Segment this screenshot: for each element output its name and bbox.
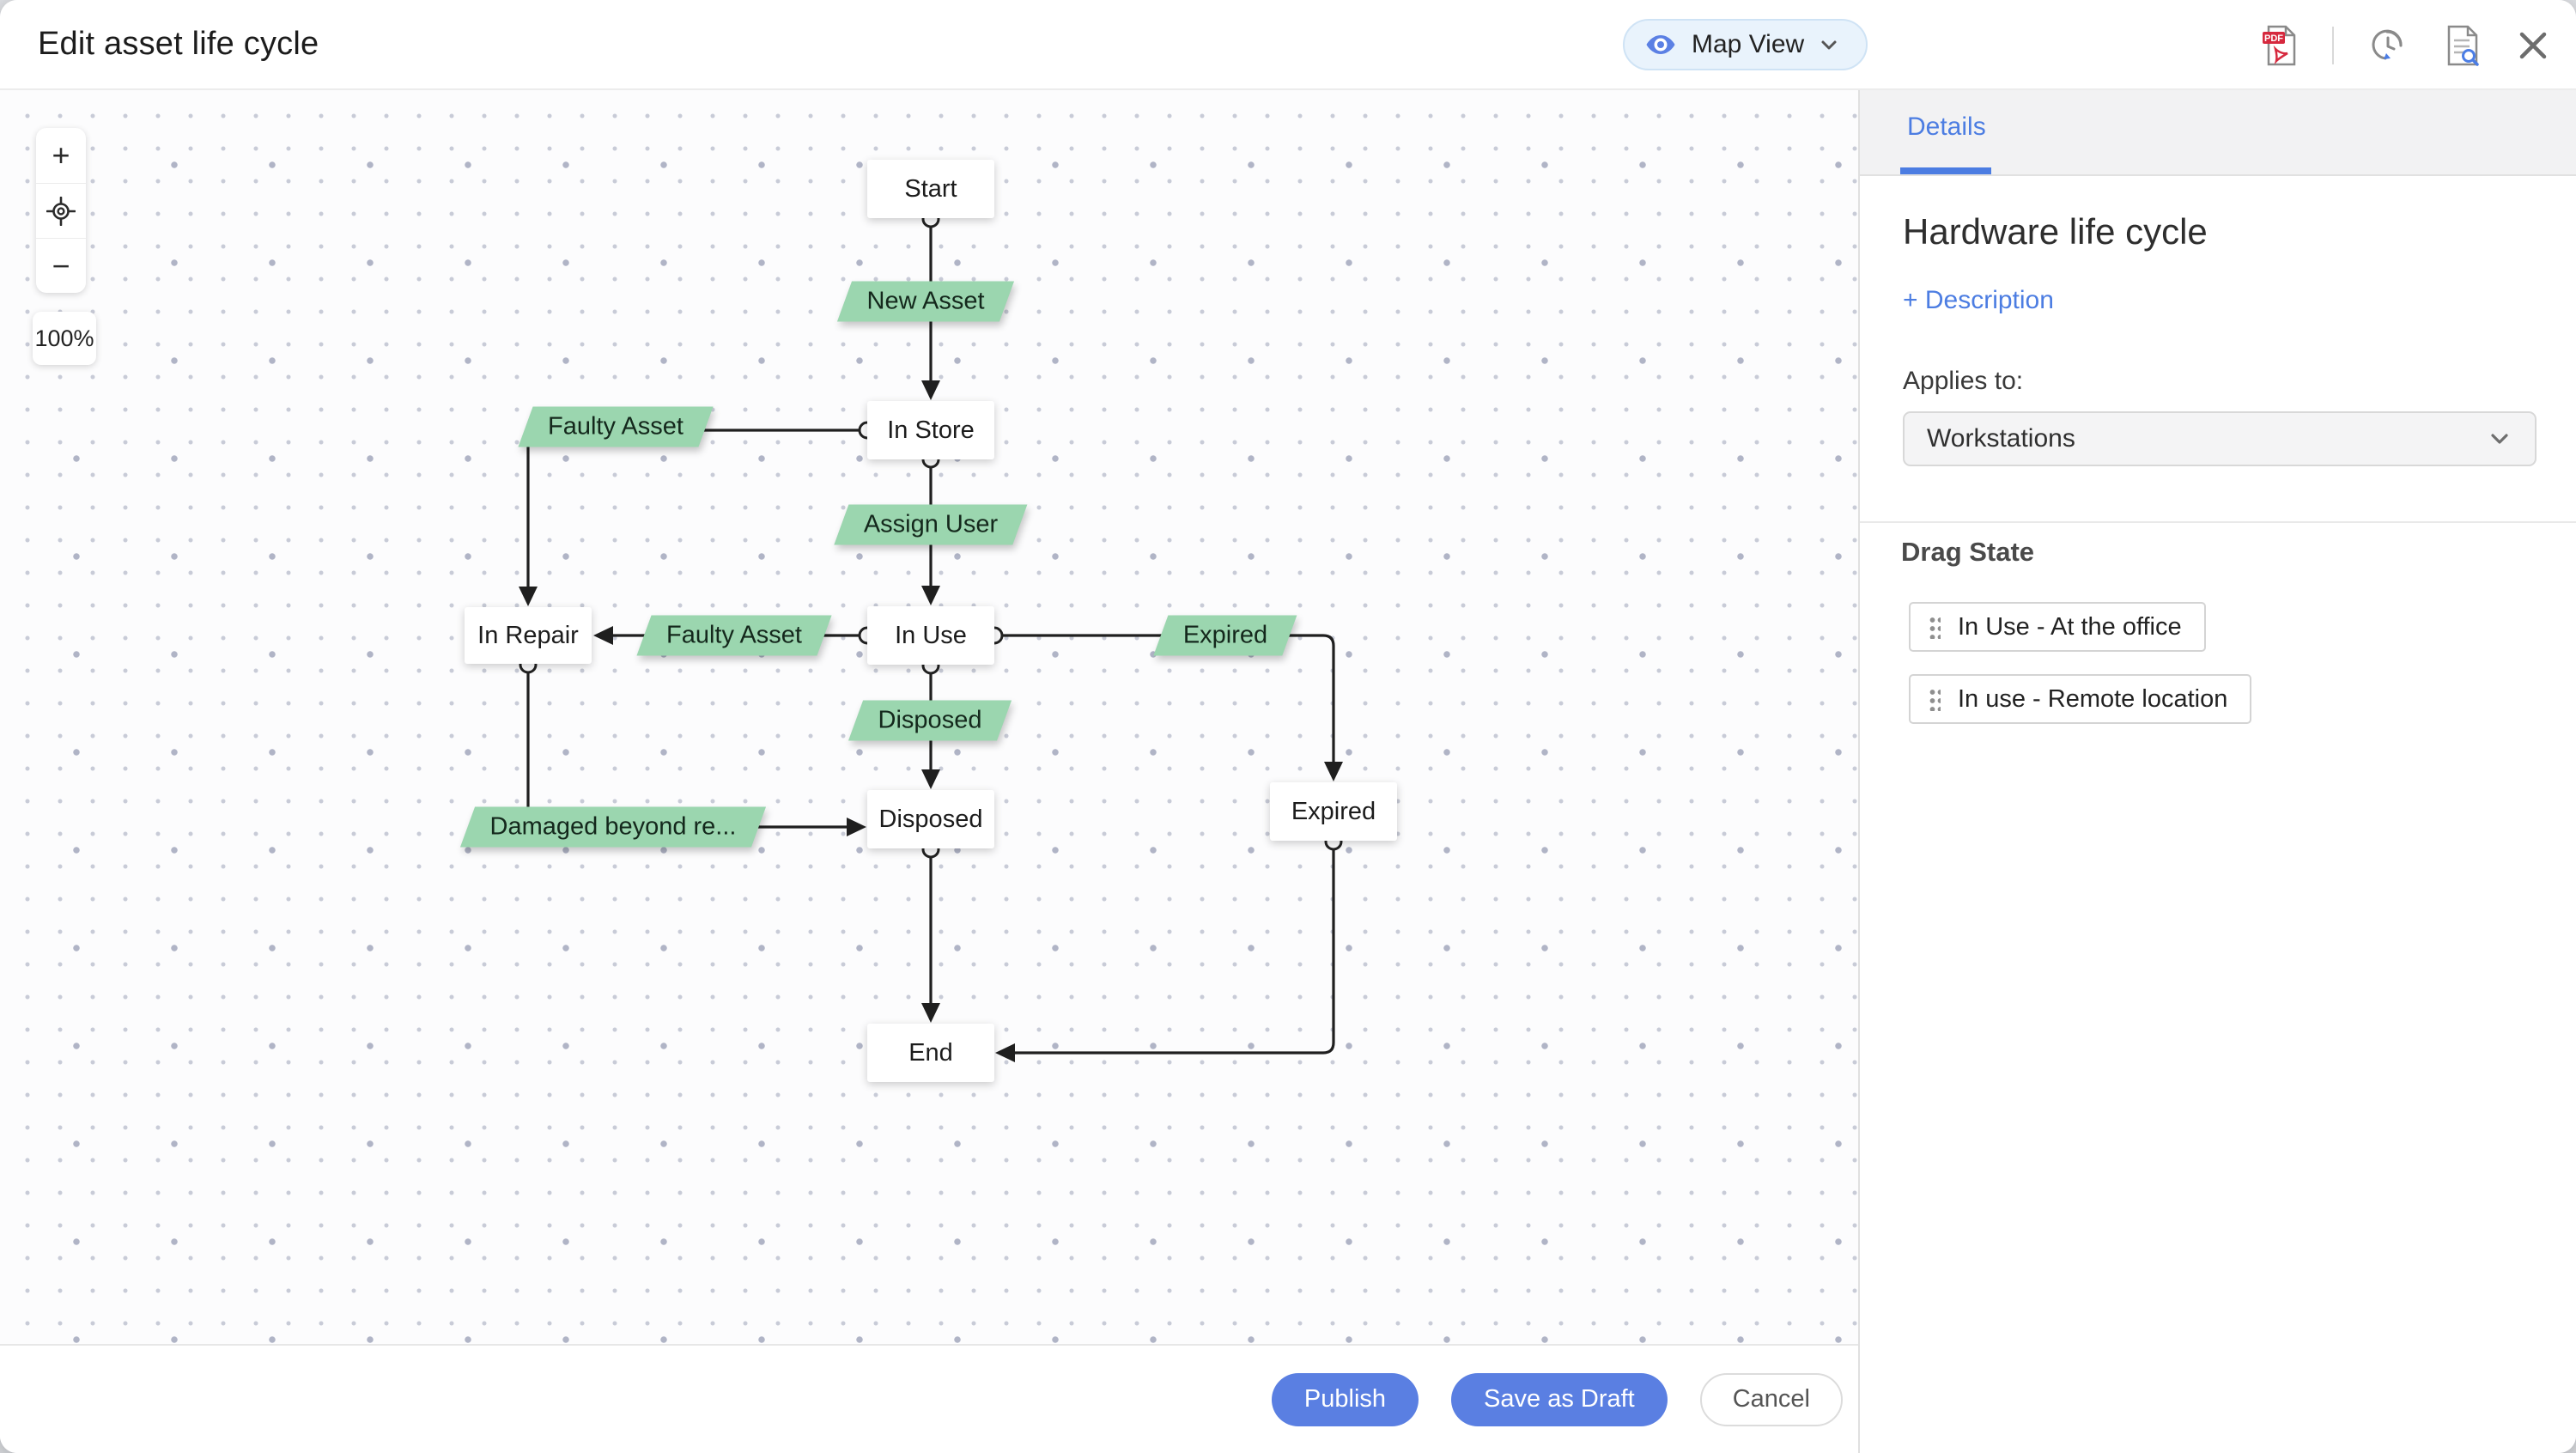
cancel-button[interactable]: Cancel — [1699, 1372, 1843, 1426]
add-description-link[interactable]: + Description — [1903, 286, 2054, 314]
details-panel: Details Hardware life cycle + Descriptio… — [1858, 90, 2576, 1453]
zoom-controls: + − — [36, 128, 86, 293]
lifecycle-title: Hardware life cycle — [1903, 211, 2208, 252]
panel-divider — [1860, 521, 2576, 523]
applies-to-value: Workstations — [1927, 424, 2075, 453]
fit-view-button[interactable] — [36, 183, 86, 238]
flow-node-in-store[interactable]: In Store — [867, 401, 994, 459]
save-as-draft-button[interactable]: Save as Draft — [1451, 1372, 1668, 1426]
svg-text:PDF: PDF — [2264, 33, 2283, 44]
flow-node-start[interactable]: Start — [867, 160, 994, 218]
flow-node-expired[interactable]: Expired — [1270, 782, 1397, 841]
tab-details[interactable]: Details — [1907, 112, 1986, 141]
drag-state-item-label: In Use - At the office — [1958, 612, 2182, 641]
flow-node-disposed[interactable]: Disposed — [867, 790, 994, 848]
page-title: Edit asset life cycle — [38, 26, 319, 62]
pdf-export-icon[interactable]: PDF — [2260, 23, 2300, 68]
drag-state-heading: Drag State — [1901, 537, 2035, 567]
drag-state-item-label: In use - Remote location — [1958, 684, 2228, 713]
drag-state-item[interactable]: In use - Remote location — [1909, 674, 2252, 724]
applies-to-select[interactable]: Workstations — [1903, 411, 2537, 466]
flow-transition-expired-label[interactable]: Expired — [1161, 616, 1290, 656]
drag-handle-icon — [1928, 615, 1941, 639]
publish-button[interactable]: Publish — [1271, 1372, 1419, 1426]
tab-active-indicator — [1900, 167, 1991, 174]
flow-node-in-repair[interactable]: In Repair — [465, 607, 592, 664]
footer-actions: Publish Save as Draft Cancel — [0, 1344, 1858, 1453]
zoom-in-button[interactable]: + — [52, 137, 70, 173]
flow-transition-disposed-label[interactable]: Disposed — [856, 701, 1005, 741]
close-icon[interactable] — [2516, 28, 2550, 63]
chevron-down-icon — [2487, 426, 2512, 452]
map-view-button[interactable]: Map View — [1623, 19, 1868, 70]
flow-transition-faulty-asset-top[interactable]: Faulty Asset — [526, 407, 706, 447]
drag-state-item[interactable]: In Use - At the office — [1909, 602, 2206, 652]
flow-transition-assign-user[interactable]: Assign User — [841, 505, 1020, 545]
history-icon[interactable] — [2366, 24, 2409, 67]
zoom-out-button[interactable]: − — [36, 238, 86, 293]
zoom-level-badge: 100% — [33, 312, 96, 365]
flow-node-end[interactable]: End — [867, 1024, 994, 1082]
eye-icon — [1643, 27, 1678, 62]
topbar-icons: PDF — [2260, 0, 2550, 90]
flow-transition-faulty-asset-mid[interactable]: Faulty Asset — [644, 616, 824, 656]
chevron-down-icon — [1818, 33, 1840, 56]
topbar-divider — [2332, 26, 2334, 64]
flow-transition-damaged-label[interactable]: Damaged beyond re... — [468, 807, 759, 848]
flow-transition-new-asset[interactable]: New Asset — [845, 282, 1007, 322]
flow-node-in-use[interactable]: In Use — [867, 606, 994, 665]
applies-to-label: Applies to: — [1903, 367, 2024, 395]
panel-tab-bar: Details — [1860, 90, 2576, 176]
top-bar: Edit asset life cycle Map View — [0, 0, 2576, 90]
map-view-label: Map View — [1692, 30, 1805, 58]
drag-handle-icon — [1928, 687, 1941, 711]
audit-log-icon[interactable] — [2442, 23, 2483, 68]
